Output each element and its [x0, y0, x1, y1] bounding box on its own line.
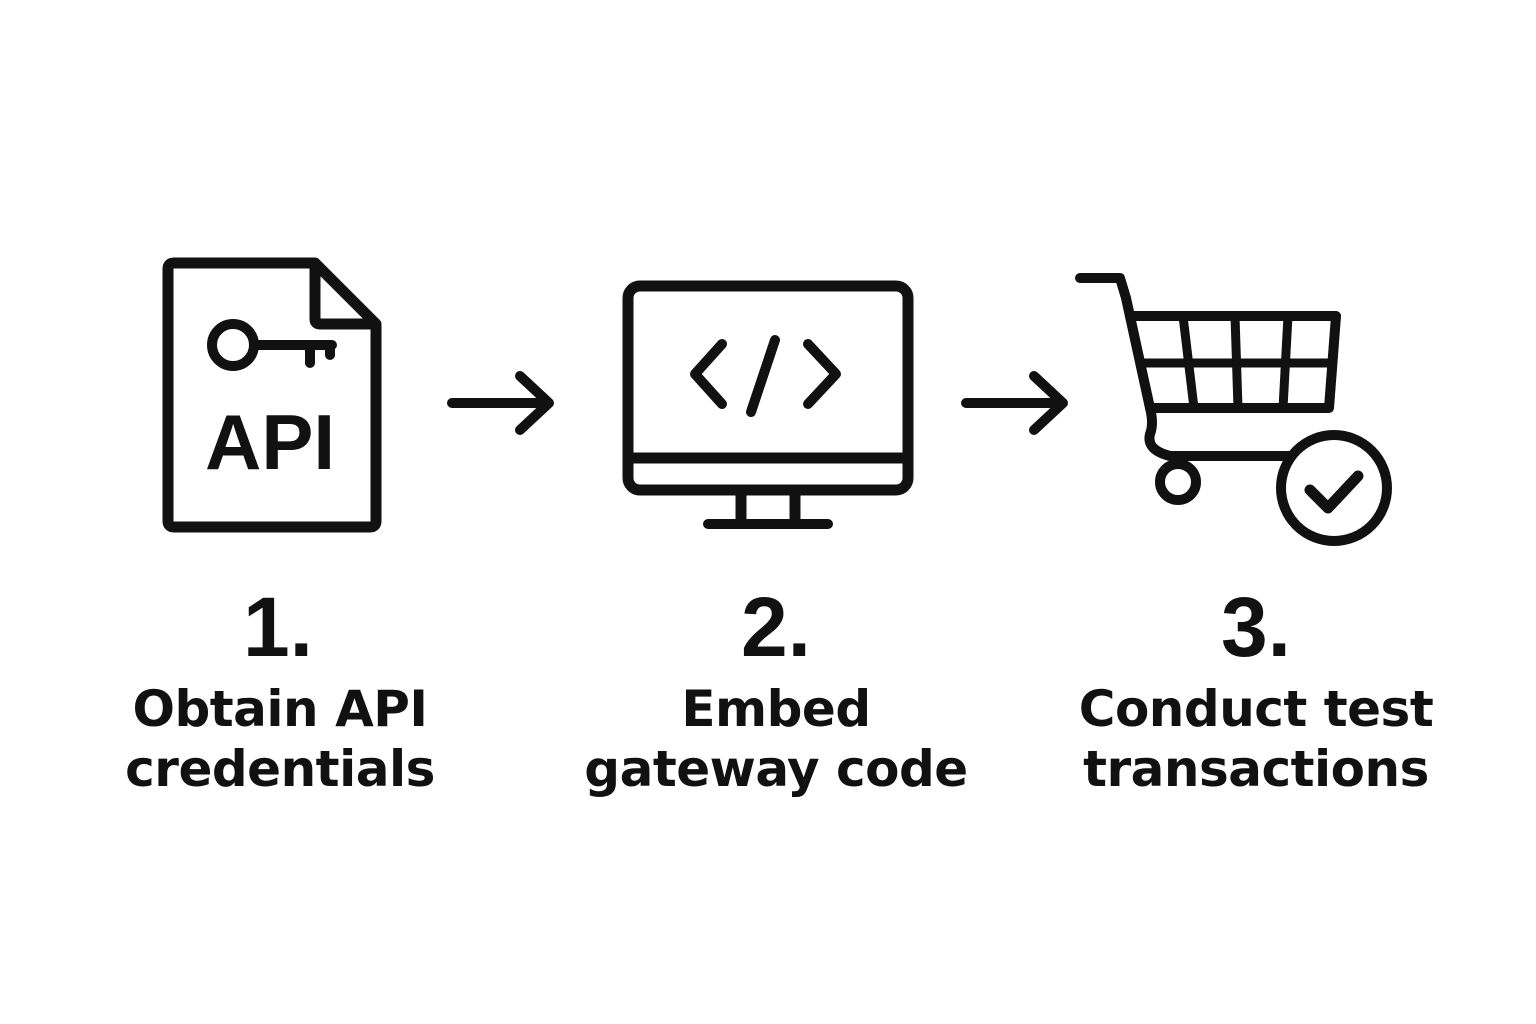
shopping-cart-check-icon [1070, 268, 1400, 550]
arrow-right-icon [958, 370, 1073, 436]
api-icon-text: API [205, 398, 335, 486]
api-key-document-icon: API [160, 255, 385, 535]
step-1-label-line-2: credentials [125, 740, 435, 798]
step-3-number: 3. [1220, 580, 1292, 674]
step-2-label-line-2: gateway code [584, 740, 968, 798]
step-1-label-line-1: Obtain API [132, 680, 428, 738]
step-2-label-line-1: Embed [681, 680, 871, 738]
step-3-label-line-1: Conduct test [1078, 680, 1434, 738]
step-1-number: 1. [242, 580, 314, 674]
arrow-right-icon [444, 370, 559, 436]
step-3-label: Conduct test transactions [1056, 679, 1456, 799]
step-2-label: Embed gateway code [576, 679, 976, 799]
step-1-label: Obtain API credentials [80, 679, 480, 799]
step-3-label-line-2: transactions [1083, 740, 1429, 798]
monitor-code-icon [620, 280, 916, 532]
step-2-number: 2. [740, 580, 812, 674]
